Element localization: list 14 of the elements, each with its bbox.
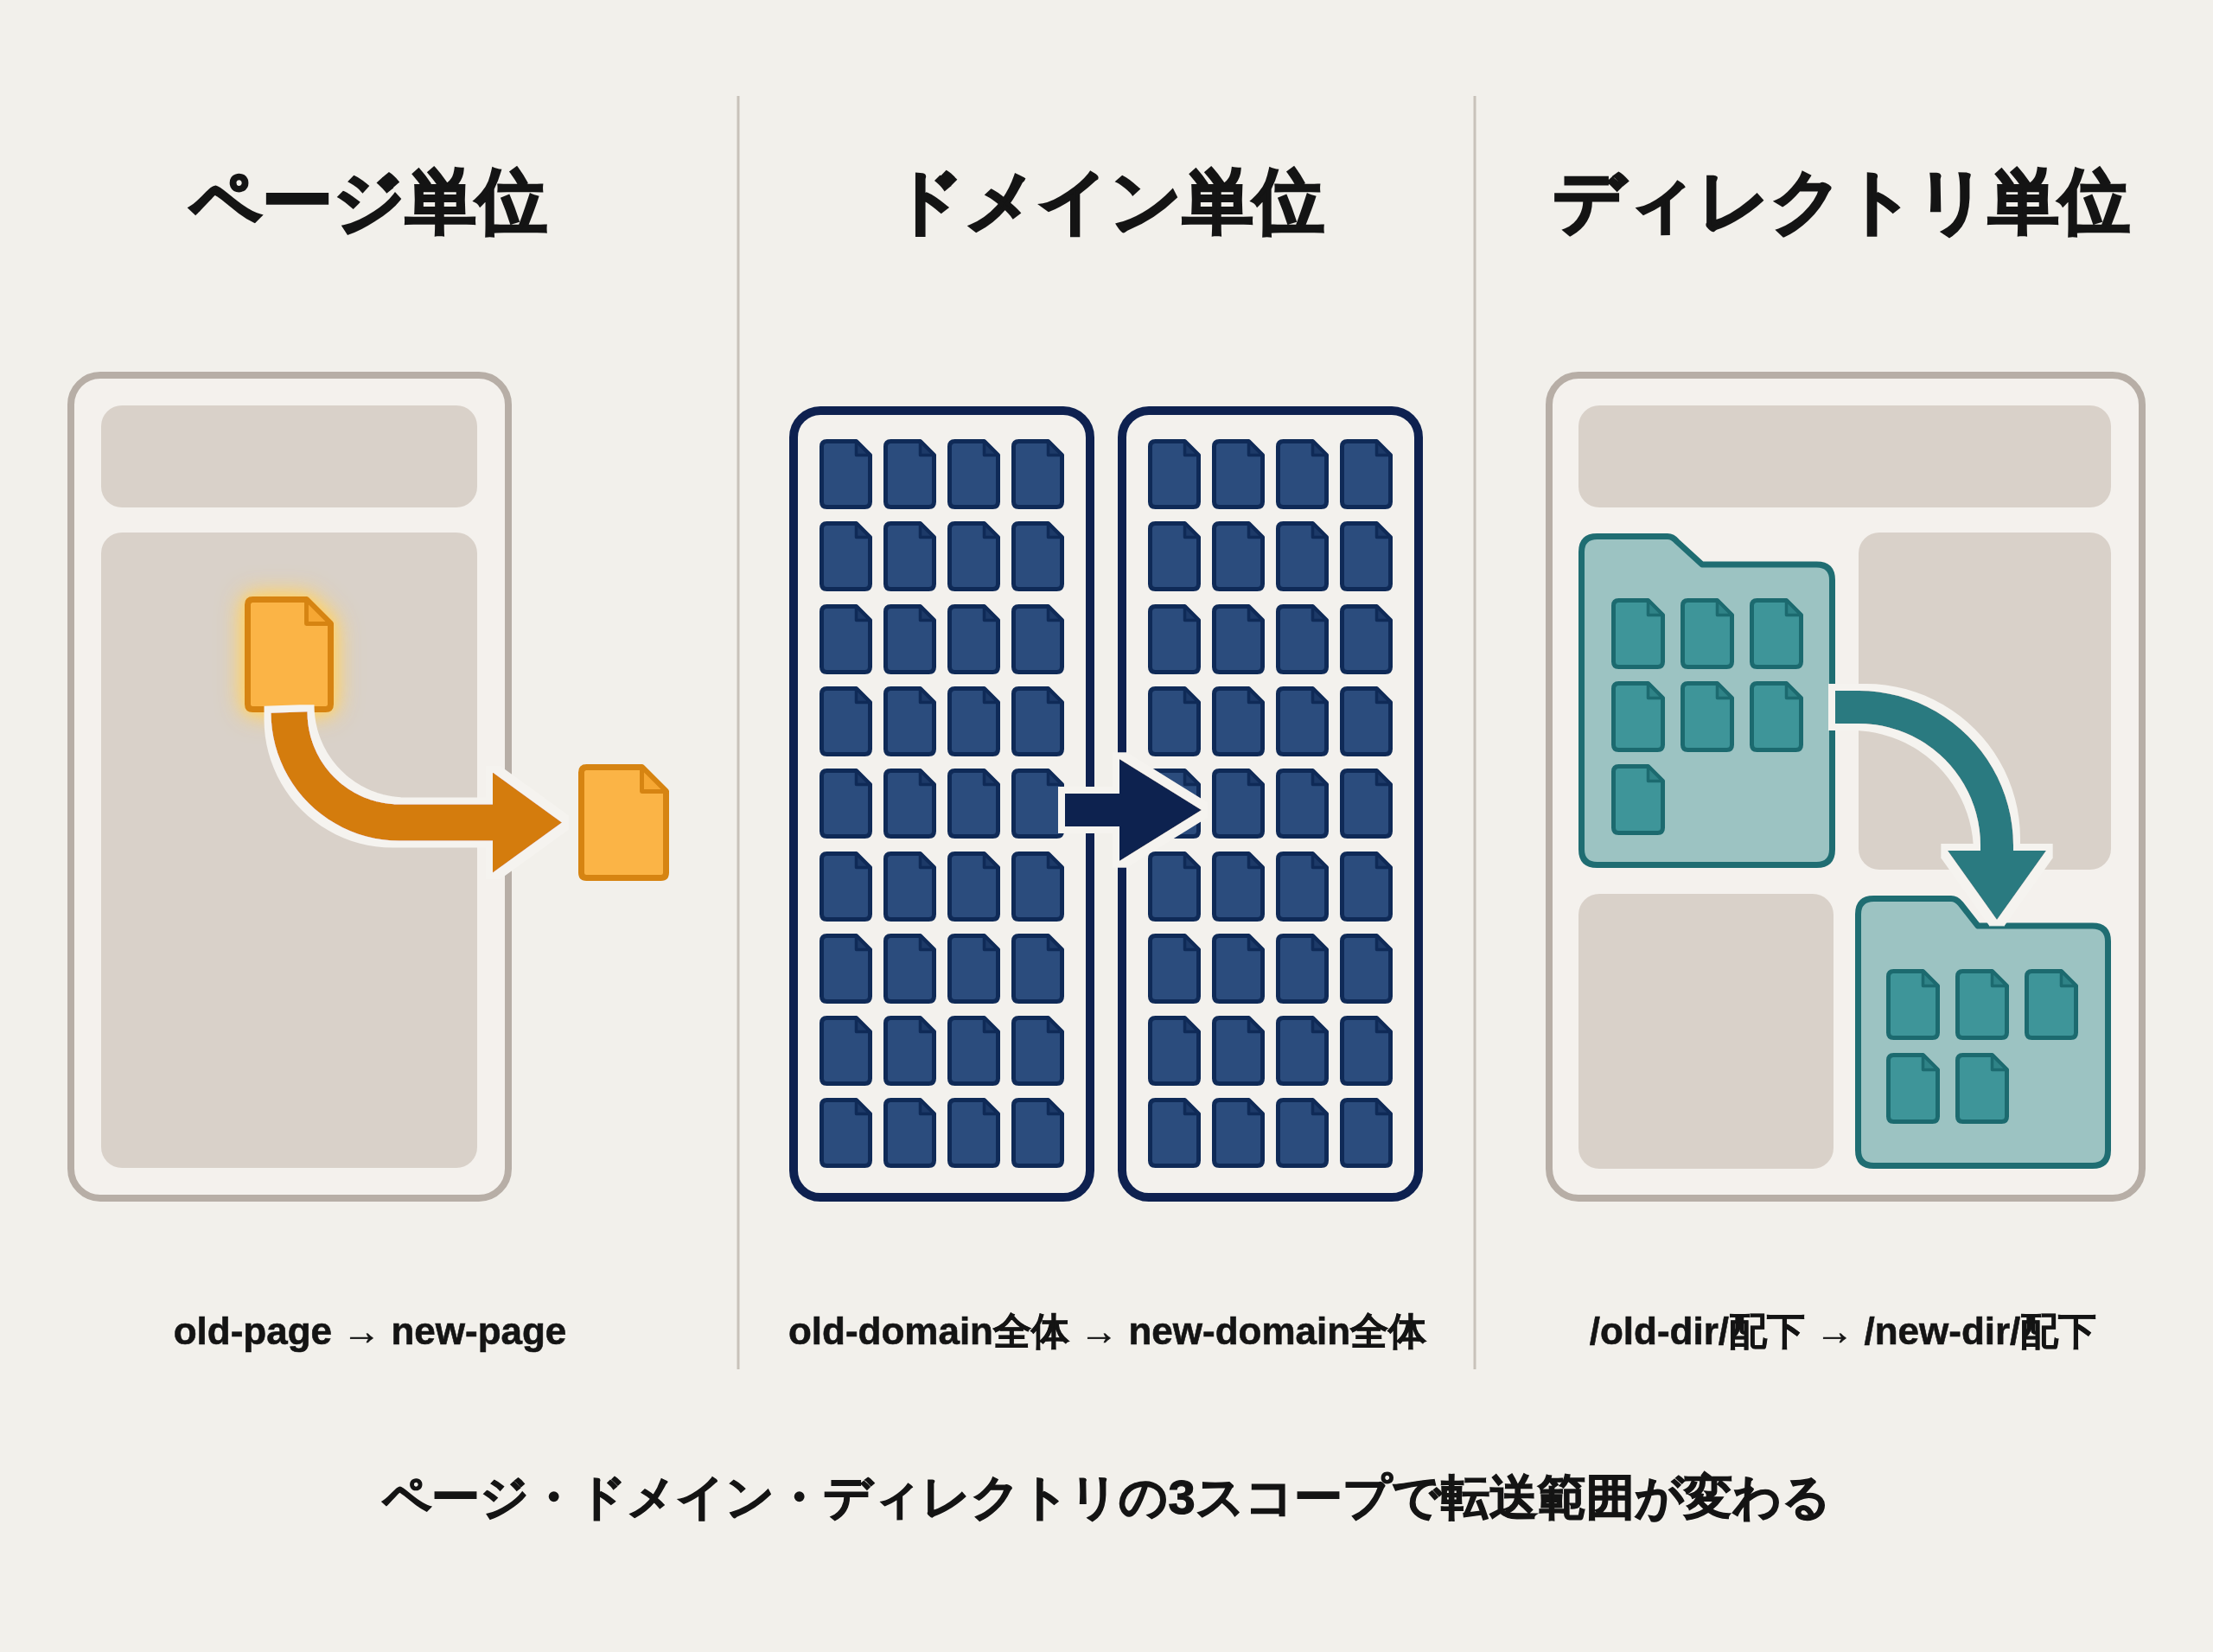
arrow <box>1835 691 2046 920</box>
scope-caption: old-page → new-page <box>173 1309 567 1354</box>
document-icon <box>245 596 334 712</box>
column-heading: ドメイン単位 <box>892 161 1324 242</box>
document-icon <box>578 764 669 881</box>
folder <box>1855 896 2111 1169</box>
document-container <box>1118 406 1423 1202</box>
column-heading: ページ単位 <box>189 161 547 242</box>
column-heading: ディレクトリ単位 <box>1553 161 2130 242</box>
folder <box>1578 533 1835 868</box>
scope-caption: old-domain全体 → new-domain全体 <box>788 1309 1427 1354</box>
figure-caption: ページ・ドメイン・ディレクトリの3スコープで転送範囲が変わる <box>382 1469 1831 1526</box>
document-container <box>789 406 1094 1202</box>
scope-caption: /old-dir/配下 → /new-dir/配下 <box>1589 1309 2097 1354</box>
